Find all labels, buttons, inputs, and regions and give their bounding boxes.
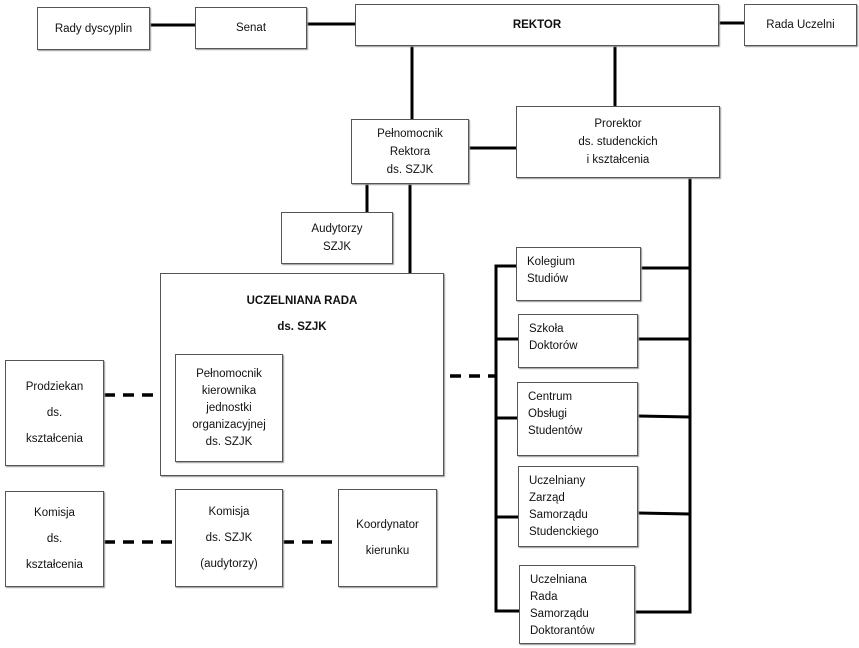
node-centrum-obslugi: Centrum Obsługi Studentów <box>517 382 638 456</box>
node-label: kierunku <box>365 545 410 557</box>
node-label: Zarząd <box>529 492 565 504</box>
node-label: Audytorzy <box>311 223 363 235</box>
connector-left-bracket <box>494 264 519 613</box>
node-label: Studenckiego <box>529 526 599 538</box>
node-label: ds. <box>46 533 63 545</box>
node-label: kierownika <box>201 384 257 397</box>
node-label: jednostki <box>206 401 252 414</box>
node-label: ds. studenckich <box>578 136 658 148</box>
node-label: Samorządu <box>529 509 588 521</box>
connector-bus-uzss <box>637 511 691 516</box>
node-label: Uczelniany <box>529 475 586 487</box>
node-label: Studiów <box>527 273 568 285</box>
node-szkola-doktorow: Szkoła Doktorów <box>518 314 638 368</box>
node-kolegium-studiow: Kolegium Studiów <box>516 247 641 301</box>
node-label: (audytorzy) <box>200 558 258 570</box>
node-label: Pełnomocnik <box>377 127 443 140</box>
node-label: Komisja <box>208 506 250 518</box>
node-label: organizacyjnej <box>192 418 266 431</box>
node-label: Komisja <box>34 507 75 519</box>
node-prodziekan: Prodziekan ds. kształcenia <box>5 360 104 466</box>
node-label: Obsługi <box>528 408 567 420</box>
node-label: i kształcenia <box>586 154 650 166</box>
node-label: Szkoła <box>529 323 564 335</box>
node-uzss: Uczelniany Zarząd Samorządu Studenckiego <box>518 466 638 547</box>
node-label: Koordynator <box>356 519 419 531</box>
connector-bus-centrum <box>637 414 691 419</box>
node-pelnomocnik-kierownika: Pełnomocnik kierownika jednostki organiz… <box>175 354 283 462</box>
node-label: Doktorantów <box>530 625 595 637</box>
node-ursd: Uczelniana Rada Samorządu Doktorantów <box>519 565 635 644</box>
node-label: Rady dyscyplin <box>54 22 133 35</box>
node-label: Prorektor <box>594 118 642 130</box>
node-label: Prodziekan <box>25 381 84 393</box>
node-label: Rada Uczelni <box>766 19 835 31</box>
node-komisja-ksztalcenia: Komisja ds. kształcenia <box>5 491 104 587</box>
node-label: Rada <box>530 591 558 603</box>
node-label: Senat <box>235 22 267 34</box>
node-koordynator: Koordynator kierunku <box>338 489 437 587</box>
node-komisja-szjk: Komisja ds. SZJK (audytorzy) <box>175 489 283 587</box>
node-label: SZJK <box>322 241 352 253</box>
node-label: kształcenia <box>26 559 83 571</box>
node-rektor: REKTOR <box>355 4 719 46</box>
node-label: Pełnomocnik <box>196 367 262 380</box>
node-audytorzy: Audytorzy SZJK <box>281 212 393 264</box>
node-label: ds. <box>46 407 63 419</box>
node-prorektor: Prorektor ds. studenckich i kształcenia <box>516 106 720 178</box>
node-label: Kolegium <box>527 256 575 268</box>
node-title: ds. SZJK <box>277 321 327 333</box>
node-label: ds. SZJK <box>205 532 253 544</box>
node-label: Uczelniana <box>530 574 587 586</box>
node-pelnomocnik-rektora: Pełnomocnik Rektora ds. SZJK <box>351 119 469 184</box>
node-label: Doktorów <box>529 340 578 352</box>
node-label: Studentów <box>528 425 583 437</box>
node-label: Rektora <box>389 145 431 158</box>
connector-prorektor-bus <box>635 178 692 614</box>
node-label: kształcenia <box>26 433 83 445</box>
node-label: Samorządu <box>530 608 589 620</box>
node-senat: Senat <box>195 7 307 49</box>
node-label: REKTOR <box>512 19 562 31</box>
node-label: ds. SZJK <box>386 163 434 176</box>
node-label: ds. SZJK <box>205 435 253 448</box>
node-label: Centrum <box>528 391 573 403</box>
node-rada-uczelni: Rada Uczelni <box>744 4 857 46</box>
node-rady-dyscyplin: Rady dyscyplin <box>37 7 150 50</box>
node-title: UCZELNIANA RADA <box>246 295 358 307</box>
